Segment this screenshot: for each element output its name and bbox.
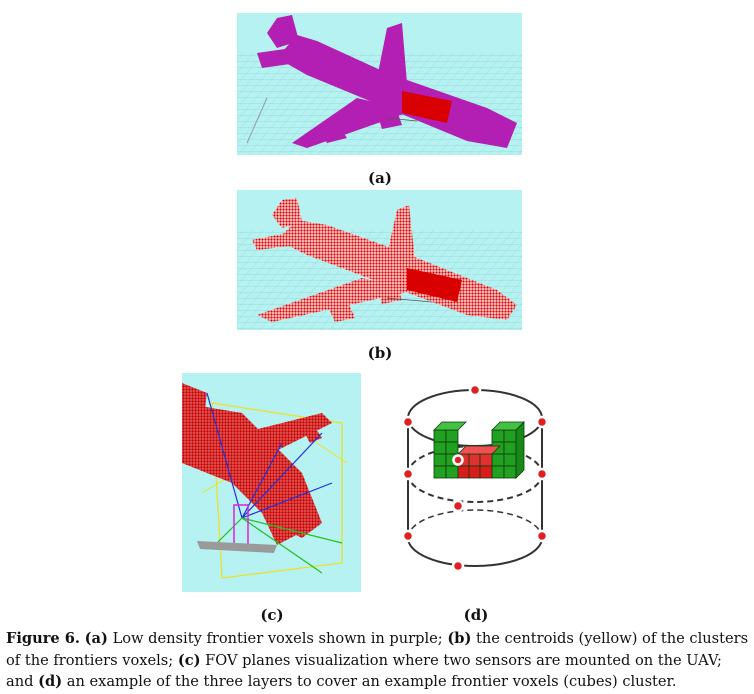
panel-a-label: (a) [368,169,392,187]
figure-caption: Figure 6. (a) Low density frontier voxel… [6,630,749,690]
panel-c-label: (c) [260,606,284,624]
panel-b-image [237,190,522,330]
panel-c-image [182,373,361,592]
panel-b-label: (b) [367,344,393,362]
panel-d-label: (d) [463,606,489,624]
panel-d-image [396,378,554,578]
panel-a-image [237,13,522,155]
figure-label: Figure 6. [6,630,81,647]
